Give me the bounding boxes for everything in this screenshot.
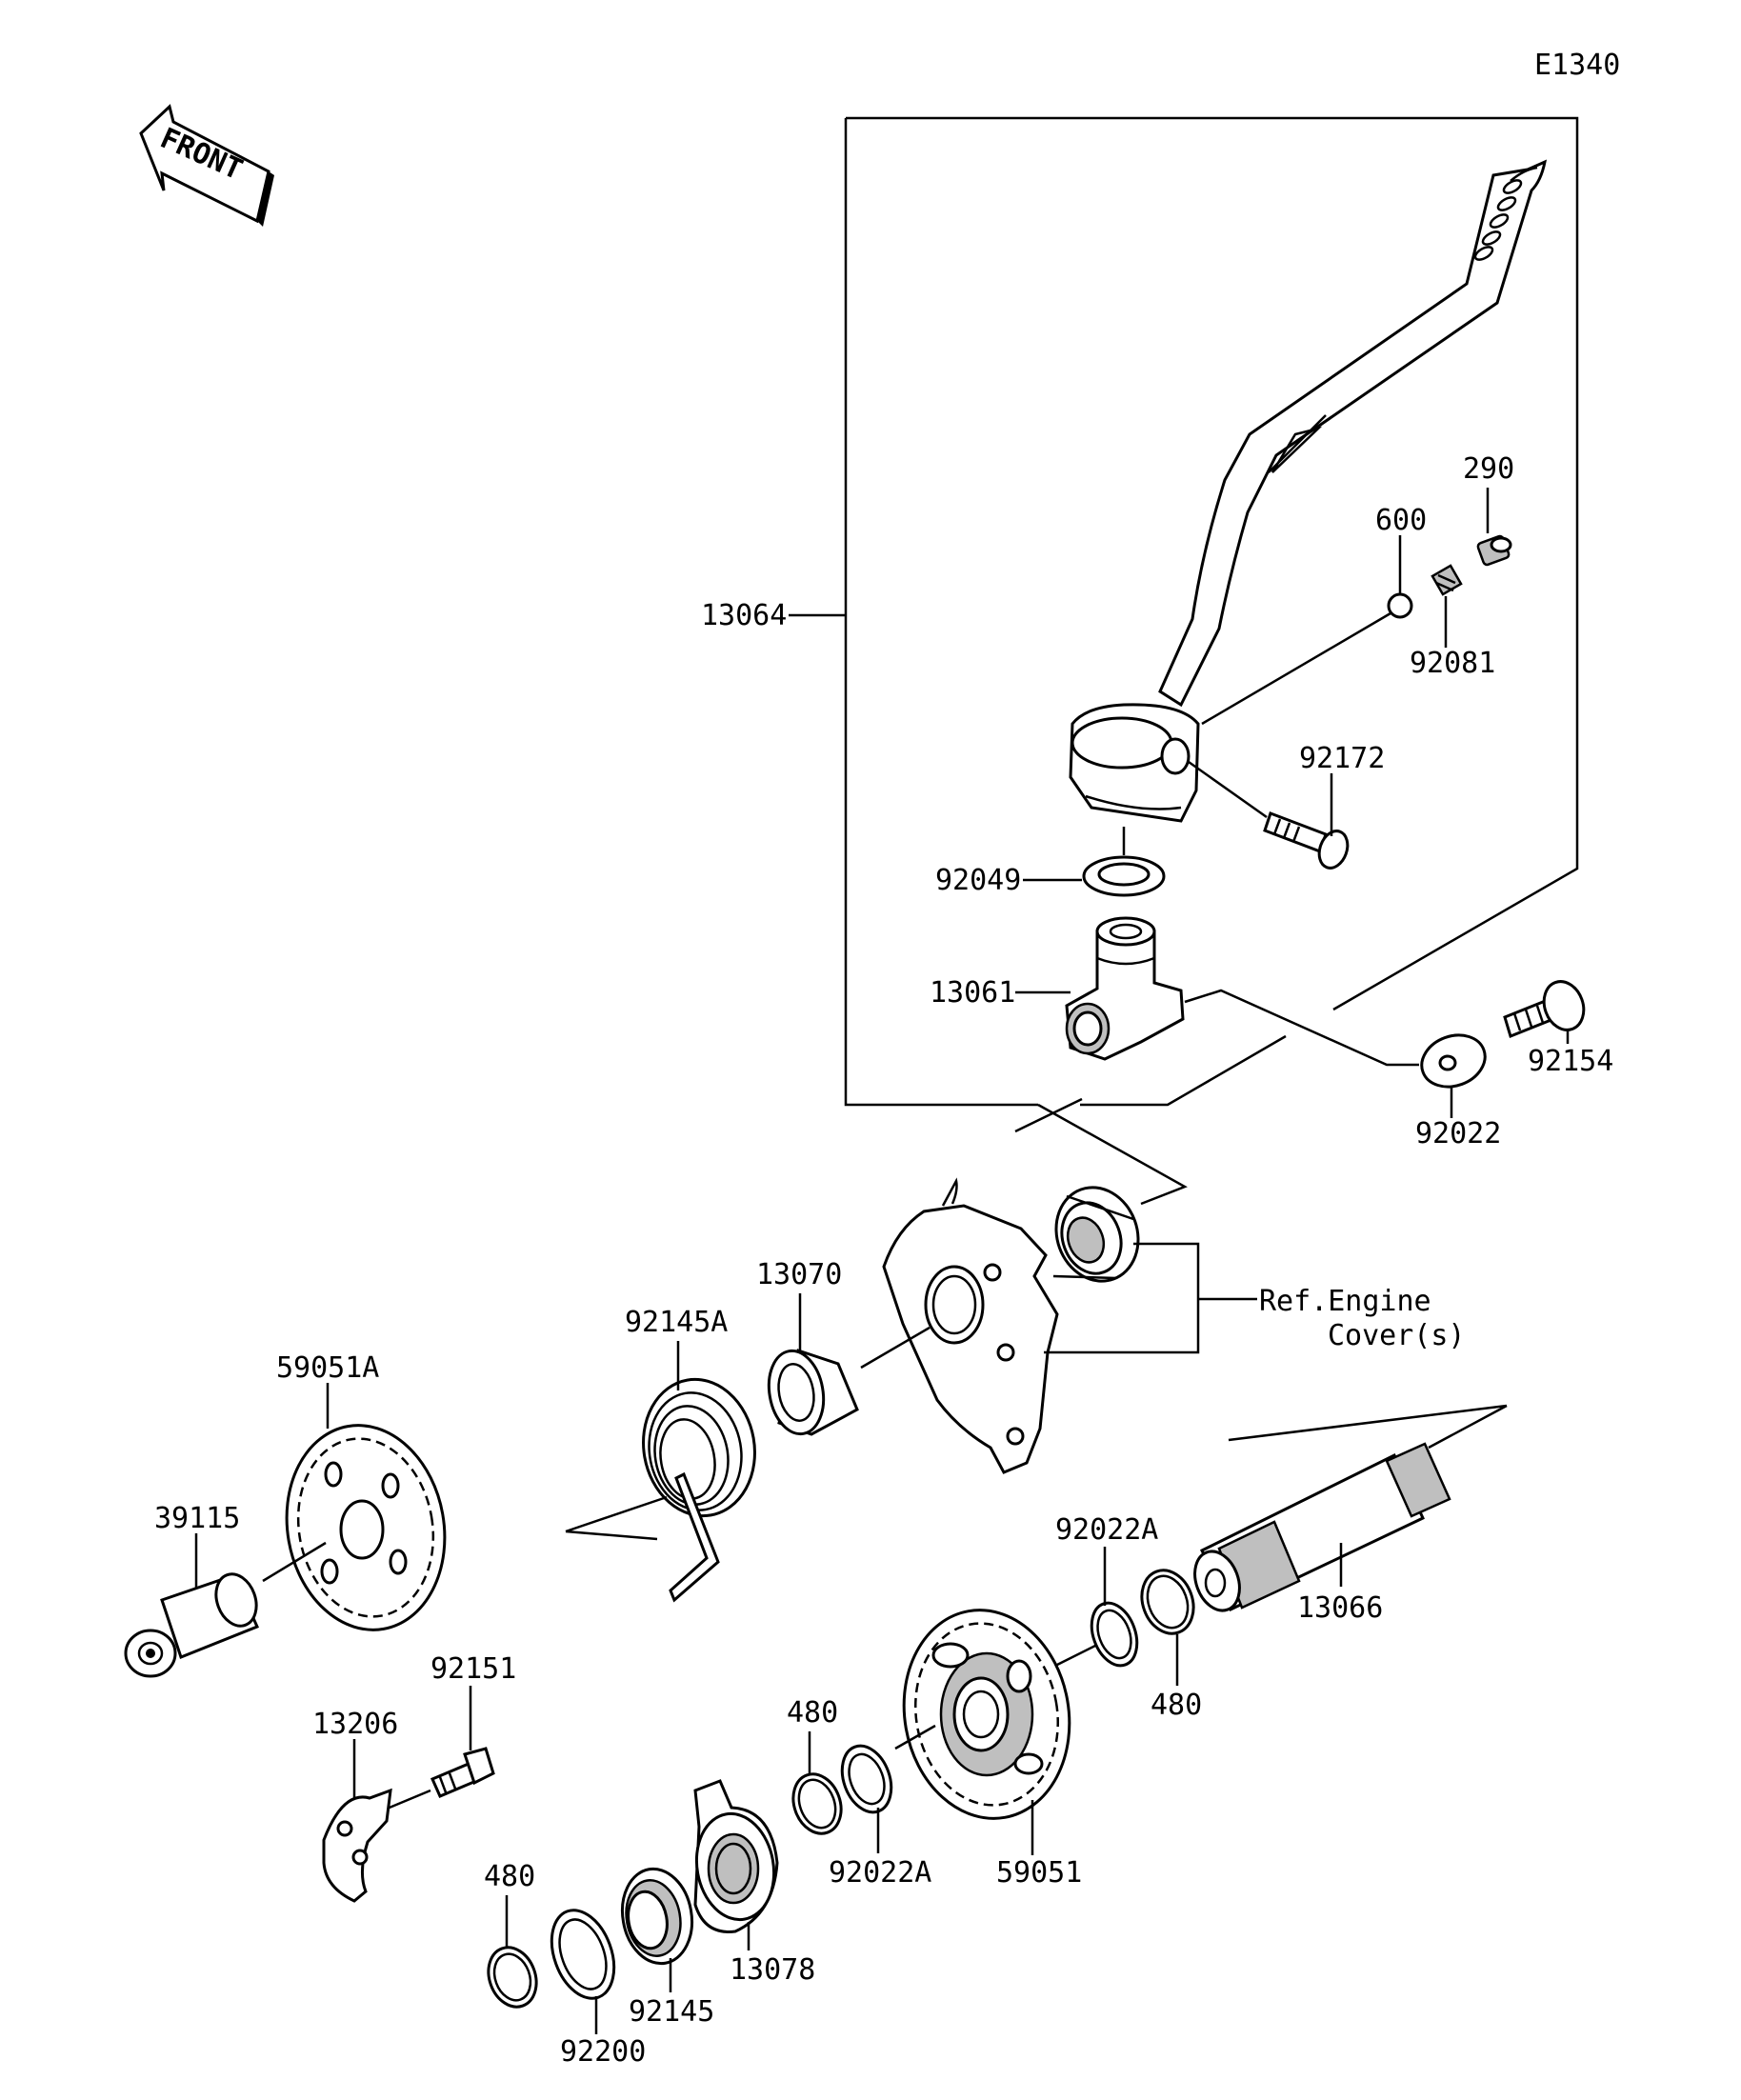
collar-13070: [767, 1349, 859, 1436]
ball-600: [1387, 592, 1413, 619]
spring-92145A: [642, 1377, 756, 1603]
label-92145A: 92145A: [625, 1306, 728, 1339]
ref-line2: Cover(s): [1328, 1319, 1466, 1352]
washer-92200: [550, 1909, 616, 2000]
label-92022A-bottom: 92022A: [829, 1856, 931, 1890]
label-13066: 13066: [1297, 1591, 1383, 1625]
gear-59051: [902, 1609, 1071, 1820]
label-92145: 92145: [629, 1995, 714, 2029]
circlip-480-left: [487, 1946, 538, 2009]
assembly-outline-box: [844, 116, 1579, 1107]
label-480-mid: 480: [787, 1696, 838, 1730]
label-92081: 92081: [1410, 647, 1495, 680]
washer-92022: [1420, 1033, 1487, 1089]
label-600: 600: [1375, 504, 1427, 537]
circlip-480-mid: [791, 1772, 843, 1835]
bolt-92154: [1503, 980, 1586, 1039]
washer-92022A-top: [1090, 1601, 1139, 1668]
front-arrow-icon: FRONT: [139, 104, 274, 227]
guide-plate-13206: [322, 1788, 392, 1903]
label-39115: 39115: [154, 1502, 240, 1535]
ref-bracket: [1044, 1242, 1257, 1354]
label-13064: 13064: [701, 599, 787, 632]
label-92022A-top: 92022A: [1055, 1513, 1158, 1547]
spring-92145: [620, 1867, 694, 1966]
label-290: 290: [1463, 452, 1514, 486]
gear-59051A: [285, 1424, 447, 1631]
label-13206: 13206: [312, 1708, 398, 1741]
ref-line1: Ref.Engine: [1259, 1285, 1431, 1318]
ratchet-13078: [693, 1779, 779, 1933]
label-92154: 92154: [1528, 1045, 1613, 1078]
label-13070: 13070: [756, 1258, 842, 1291]
label-92151: 92151: [430, 1652, 516, 1686]
spring-92081: [1431, 564, 1463, 596]
label-480-left: 480: [484, 1860, 535, 1893]
engine-cover: [882, 1177, 1059, 1474]
label-92200: 92200: [560, 2035, 646, 2069]
shaft-39115: [124, 1572, 260, 1678]
diagram-code: E1340: [1534, 49, 1620, 82]
label-92022: 92022: [1415, 1117, 1501, 1150]
label-13061: 13061: [930, 976, 1015, 1010]
bolt-92151: [430, 1747, 495, 1798]
kick-shaft-13061: [1065, 916, 1185, 1061]
label-92049: 92049: [935, 864, 1021, 897]
washer-92022A-bottom: [840, 1744, 893, 1814]
label-13078: 13078: [730, 1953, 815, 1987]
seal-92049: [1082, 855, 1166, 897]
label-59051: 59051: [996, 1856, 1082, 1890]
bolt-92172: [1263, 811, 1350, 870]
label-480-right: 480: [1151, 1689, 1202, 1722]
label-92172: 92172: [1299, 742, 1385, 775]
oil-seal: [1052, 1186, 1140, 1283]
label-59051A: 59051A: [276, 1351, 379, 1385]
shaft-13066: [1193, 1442, 1451, 1612]
plug-290: [1476, 534, 1512, 567]
kick-pedal-lever: [1069, 159, 1548, 823]
circlip-480-right: [1140, 1569, 1195, 1635]
